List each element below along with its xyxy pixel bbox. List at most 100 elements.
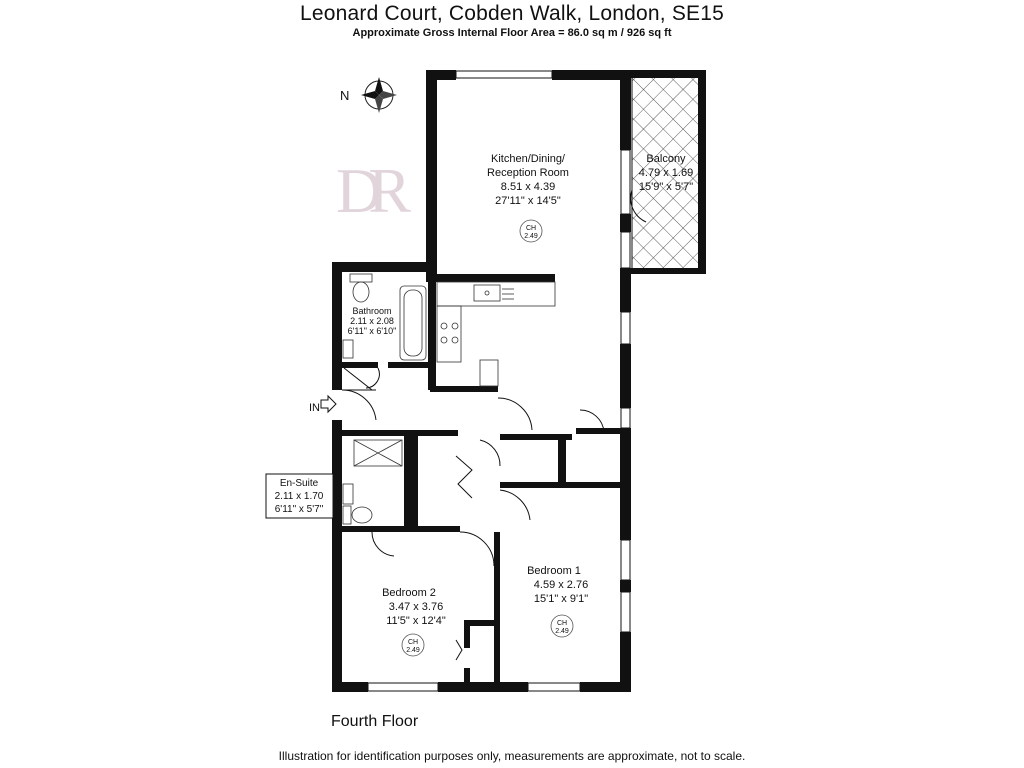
toilet-bowl-icon [352, 281, 370, 303]
floor-label: Fourth Floor [331, 713, 419, 730]
kitchen-imperial: 27'11" x 14'5" [495, 195, 561, 207]
floor-area-subtitle: Approximate Gross Internal Floor Area = … [352, 27, 672, 39]
bathroom-door [343, 367, 373, 391]
wall-segment [428, 282, 436, 390]
ceiling-height-markers [401, 219, 574, 657]
compass: N [340, 77, 397, 113]
wall-segment [500, 482, 622, 488]
bedroom1-name: Bedroom 1 [527, 565, 581, 577]
wall-segment [464, 620, 500, 626]
wall-segment [620, 344, 631, 408]
bedroom2-ch-value: 2.49 [406, 647, 420, 654]
wall-segment [552, 70, 630, 80]
walls [332, 70, 631, 692]
kitchen-door-swing [497, 397, 533, 431]
wall-segment [620, 214, 631, 232]
bathroom-basin [342, 339, 354, 359]
window [620, 591, 631, 633]
balcony-wall-top [618, 70, 706, 78]
wall-segment [342, 526, 410, 532]
ch-marker-bedroom2 [401, 633, 425, 657]
wall-segment [332, 682, 368, 692]
entrance-door-swing [341, 389, 377, 421]
bedroom2-name: Bedroom 2 [382, 587, 436, 599]
kitchen-metric: 8.51 x 4.39 [501, 181, 555, 193]
ensuite-door-swing [371, 531, 395, 557]
ensuite-basin [342, 483, 354, 505]
balcony-door-swing [630, 189, 647, 223]
bathtub-inner [403, 289, 423, 357]
wall-segment [576, 428, 622, 434]
compass-arrow-north [375, 77, 383, 95]
wall-segment [620, 268, 631, 312]
bathroom-metric: 2.11 x 2.08 [350, 316, 394, 326]
window [620, 539, 631, 581]
kitchen-ch-label: CH [526, 225, 536, 232]
ensuite-callout: En-Suite 2.11 x 1.70 6'11" x 5'7" [265, 473, 334, 519]
balcony-wall-bottom [630, 268, 706, 274]
window [620, 149, 631, 215]
windows [367, 70, 631, 692]
wall-segment [500, 434, 572, 440]
ch-marker-bedroom1 [550, 614, 574, 638]
shower-tray [353, 439, 403, 467]
kitchen-cabinet [479, 359, 499, 387]
kitchen-units [436, 281, 556, 387]
wall-segment [620, 428, 631, 540]
balcony-name: Balcony [646, 153, 686, 165]
wall-segment [332, 262, 436, 272]
wall-segment [464, 620, 470, 648]
bedroom2-metric: 3.47 x 3.76 [389, 601, 443, 613]
window [367, 682, 439, 692]
wall-segment [430, 386, 498, 392]
kitchen-ch-value: 2.49 [524, 233, 538, 240]
agency-logo-watermark: DR [336, 155, 411, 226]
wall-segment [438, 682, 528, 692]
bedroom2-imperial: 11'5" x 12'4" [386, 615, 446, 627]
wall-segment [342, 362, 378, 368]
toilet-cistern [349, 273, 373, 283]
window [527, 682, 581, 692]
ch-marker-kitchen [519, 219, 543, 243]
hob-ring-icon [440, 322, 448, 330]
bathtub [399, 285, 427, 361]
bedroom1-imperial: 15'1" x 9'1" [534, 593, 588, 605]
bedroom1-door-swing [479, 439, 501, 467]
compass-arrow-east [379, 91, 397, 99]
wall-segment [426, 70, 437, 282]
ensuite-toilet-cistern [342, 505, 352, 525]
bedroom1-ch-label: CH [557, 620, 567, 627]
wall-segment [437, 274, 555, 282]
window [620, 231, 631, 269]
hob-ring-icon [440, 336, 448, 344]
wall-segment [494, 532, 500, 684]
balcony-imperial: 15'9" x 5'7" [639, 181, 693, 193]
wall-segment [464, 668, 470, 686]
bathroom-imperial: 6'11" x 6'10" [348, 326, 397, 336]
bedroom1-metric: 4.59 x 2.76 [534, 579, 588, 591]
entrance-label: IN [309, 402, 320, 414]
wall-segment [404, 436, 410, 530]
ensuite-metric: 2.11 x 1.70 [275, 491, 324, 502]
bedroom2-door-swing [459, 531, 495, 567]
compass-label: N [340, 88, 349, 103]
window [455, 70, 553, 79]
shower-tray-line [353, 439, 403, 467]
bathroom-name: Bathroom [352, 306, 391, 316]
window [620, 311, 631, 345]
wall-segment [410, 526, 460, 532]
compass-arrow-south [375, 95, 383, 113]
wall-segment [620, 580, 631, 592]
wall-segment [388, 362, 430, 368]
wall-segment [558, 434, 566, 488]
wall-segment [332, 420, 342, 692]
window [620, 407, 631, 429]
bedroom2-ch-label: CH [408, 639, 418, 646]
bedroom1-inner-door-swing [499, 489, 531, 521]
wall-segment [620, 70, 631, 150]
balcony-metric: 4.79 x 1.69 [639, 167, 693, 179]
hob-ring-icon [451, 322, 459, 330]
wardrobe2-bifold-door [455, 639, 463, 661]
wall-segment [342, 430, 458, 436]
